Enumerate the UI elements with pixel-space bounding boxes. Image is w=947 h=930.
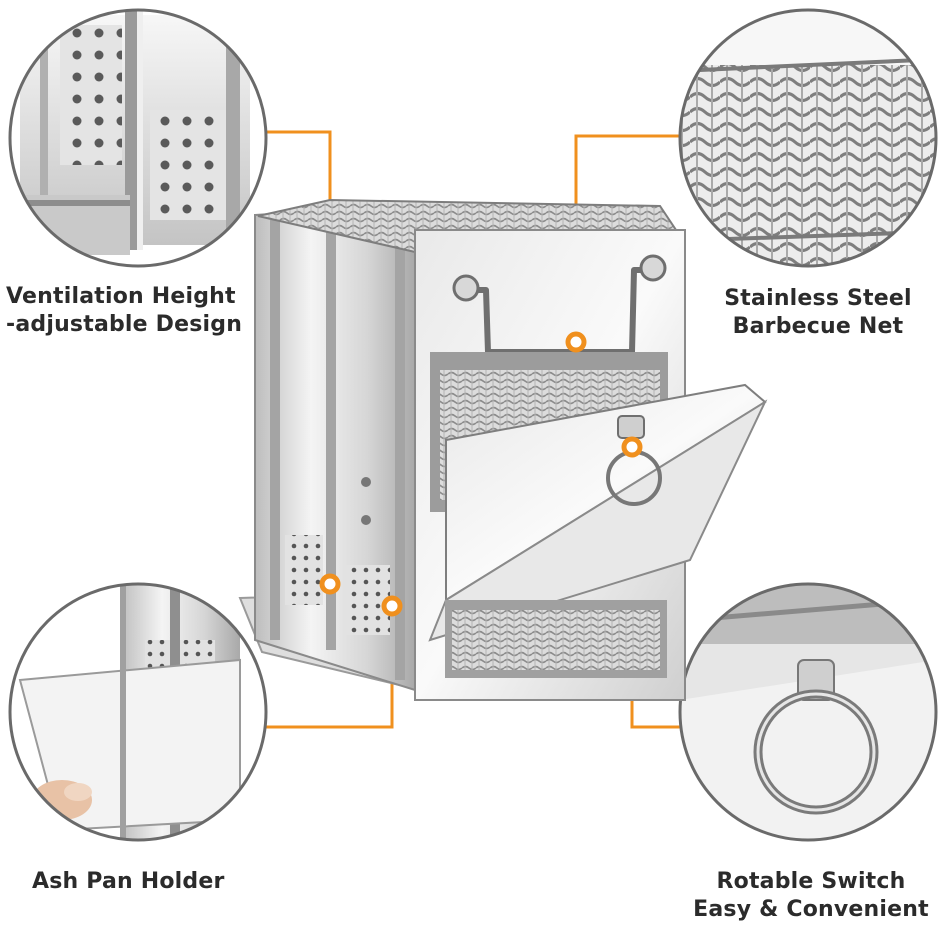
label-ash-pan-line1: Ash Pan Holder xyxy=(32,869,225,894)
stove-main xyxy=(238,198,768,701)
label-net-line1: Stainless Steel xyxy=(724,286,912,311)
label-net-line2: Barbecue Net xyxy=(732,314,904,339)
label-ventilation: Ventilation Height -adjustable Design xyxy=(6,283,242,339)
inset-ash-pan xyxy=(8,582,268,842)
inset-ventilation xyxy=(8,8,268,268)
label-ash-pan: Ash Pan Holder xyxy=(32,868,225,896)
label-ventilation-line1: Ventilation Height xyxy=(6,284,236,309)
label-ventilation-line2: -adjustable Design xyxy=(6,312,243,337)
label-barbecue-net: Stainless Steel Barbecue Net xyxy=(700,285,936,341)
label-rotable-switch: Rotable Switch Easy & Convenient xyxy=(680,868,942,924)
inset-rotable-switch xyxy=(678,582,938,842)
inset-barbecue-net xyxy=(678,8,938,268)
leader-dots xyxy=(319,331,643,617)
label-switch-line2: Easy & Convenient xyxy=(693,897,929,922)
label-switch-line1: Rotable Switch xyxy=(716,869,906,894)
